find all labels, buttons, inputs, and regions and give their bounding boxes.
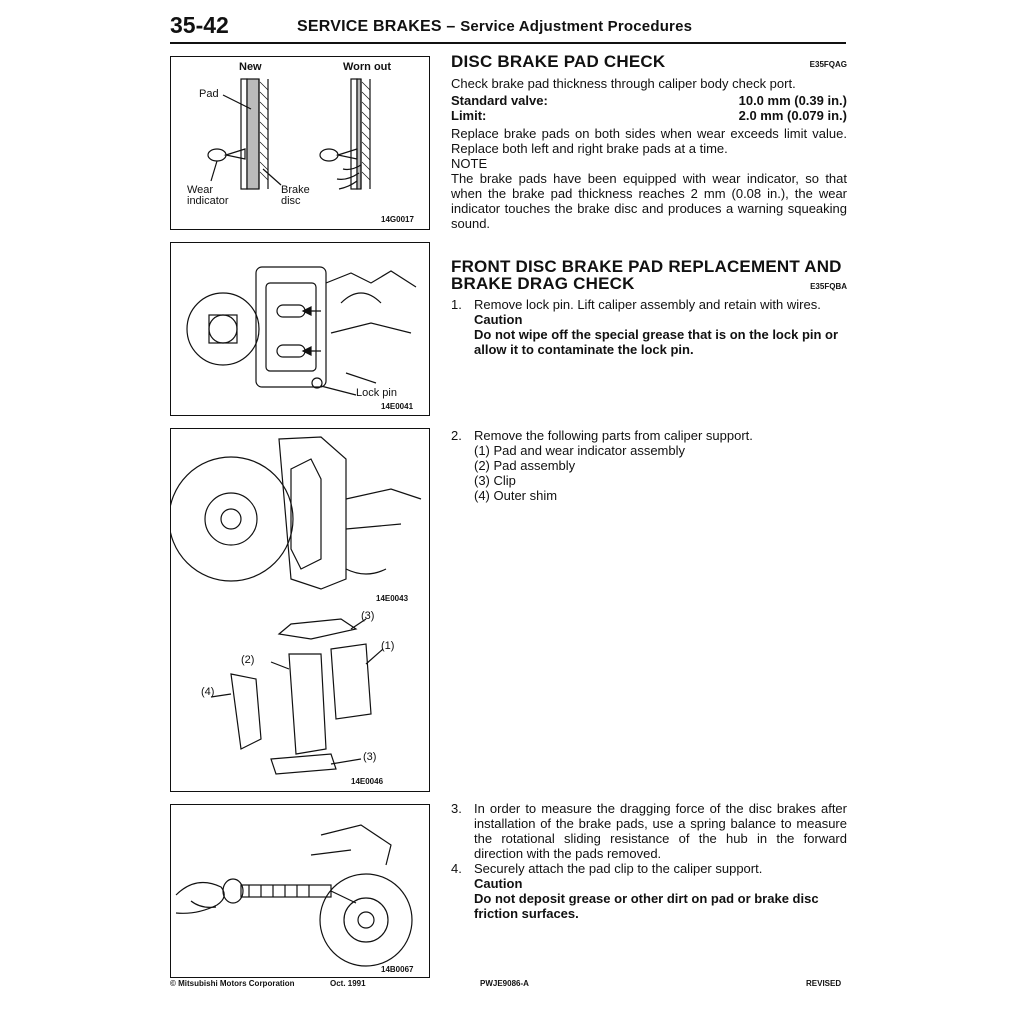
label-brake: Brake xyxy=(281,184,310,196)
step-3-4-block: 3. In order to measure the dragging forc… xyxy=(451,801,847,921)
section-code: E35FQAG xyxy=(809,60,847,69)
figure-id: 14E0041 xyxy=(381,402,414,411)
footer-date: Oct. 1991 xyxy=(330,979,366,988)
figure-pad-removal: 14E0043 (3) (1) (2) (4) (3) 14E0046 xyxy=(170,428,430,792)
label-indicator: indicator xyxy=(187,195,229,207)
standard-label: Standard valve: xyxy=(451,93,548,108)
page-number: 35-42 xyxy=(170,12,229,38)
figure-id: 14E0046 xyxy=(351,777,384,786)
step-text: Remove the following parts from caliper … xyxy=(474,428,753,443)
figure-id: 14B0067 xyxy=(381,965,414,974)
callout-3a: (3) xyxy=(361,610,375,622)
label-disc: disc xyxy=(281,195,301,207)
intro-text: Check brake pad thickness through calipe… xyxy=(451,76,796,91)
figure-spring-balance: 14B0067 xyxy=(170,804,430,978)
step-number: 2. xyxy=(451,428,462,443)
label-worn-out: Worn out xyxy=(343,61,392,73)
caution-text: Do not deposit grease or other dirt on p… xyxy=(474,891,819,921)
footer-doc-code: PWJE9086-A xyxy=(480,979,529,988)
section-pad-replacement: FRONT DISC BRAKE PAD REPLACEMENT AND BRA… xyxy=(451,258,847,357)
section-code: E35FQBA xyxy=(810,282,847,291)
step-text: Securely attach the pad clip to the cali… xyxy=(474,861,763,876)
label-wear: Wear xyxy=(187,184,214,196)
list-item: (2) Pad assembly xyxy=(474,458,576,473)
callout-4: (4) xyxy=(201,686,215,698)
caution-label: Caution xyxy=(474,876,523,891)
header-rule xyxy=(170,42,846,44)
standard-value: 10.0 mm (0.39 in.) xyxy=(738,93,847,108)
step-number: 1. xyxy=(451,297,462,312)
figure-pad-wear: New Worn out Pad Wear indicator Brake di… xyxy=(170,56,430,230)
limit-label: Limit: xyxy=(451,108,487,123)
callout-1: (1) xyxy=(381,640,395,652)
step-text: In order to measure the dragging force o… xyxy=(474,801,847,861)
list-item: (4) Outer shim xyxy=(474,488,558,503)
page-title: SERVICE BRAKES – Service Adjustment Proc… xyxy=(297,18,692,36)
footer-copyright: © Mitsubishi Motors Corporation xyxy=(170,979,295,988)
callout-2: (2) xyxy=(241,654,255,666)
note-text: The brake pads have been equipped with w… xyxy=(451,171,847,231)
figure-id: 14G0017 xyxy=(381,215,414,224)
caliper-illustration xyxy=(186,266,417,396)
figure-id: 14E0043 xyxy=(376,594,409,603)
section-title-line1: FRONT DISC BRAKE PAD REPLACEMENT AND xyxy=(451,257,842,276)
label-pad: Pad xyxy=(199,88,219,100)
spring-balance-illustration xyxy=(175,824,413,967)
figure-caliper-lock-pin: Lock pin 14E0041 xyxy=(170,242,430,416)
section-title-line2: BRAKE DRAG CHECK xyxy=(451,274,635,293)
label-new: New xyxy=(239,61,262,73)
footer-status: REVISED xyxy=(806,979,842,988)
step-1: 1. Remove lock pin. Lift caliper assembl… xyxy=(451,297,847,312)
step-2: 2. Remove the following parts from calip… xyxy=(451,428,847,443)
step-text: Remove lock pin. Lift caliper assembly a… xyxy=(474,297,821,312)
step-number: 3. xyxy=(451,801,462,816)
caution-text: Do not wipe off the special grease that … xyxy=(474,327,839,357)
list-item: (1) Pad and wear indicator assembly xyxy=(474,443,685,458)
callout-3b: (3) xyxy=(363,751,377,763)
step-2-block: 2. Remove the following parts from calip… xyxy=(451,428,847,503)
caution-label: Caution xyxy=(474,312,523,327)
section-title: DISC BRAKE PAD CHECK xyxy=(451,52,666,71)
header-title: SERVICE BRAKES xyxy=(297,18,442,35)
note-label: NOTE xyxy=(451,156,488,171)
step-4: 4. Securely attach the pad clip to the c… xyxy=(451,861,847,876)
replace-text: Replace brake pads on both sides when we… xyxy=(451,126,847,156)
pad-wear-illustration xyxy=(207,78,371,190)
list-item: (3) Clip xyxy=(474,473,516,488)
step-3: 3. In order to measure the dragging forc… xyxy=(451,801,847,861)
section-disc-brake-pad-check: DISC BRAKE PAD CHECK E35FQAG Check brake… xyxy=(451,53,847,231)
step-number: 4. xyxy=(451,861,462,876)
header-subtitle: Service Adjustment Procedures xyxy=(460,18,693,35)
limit-value: 2.0 mm (0.079 in.) xyxy=(738,108,847,123)
header-dash: – xyxy=(446,18,456,35)
label-lock-pin: Lock pin xyxy=(356,387,397,399)
pad-removal-illustration xyxy=(171,436,422,775)
